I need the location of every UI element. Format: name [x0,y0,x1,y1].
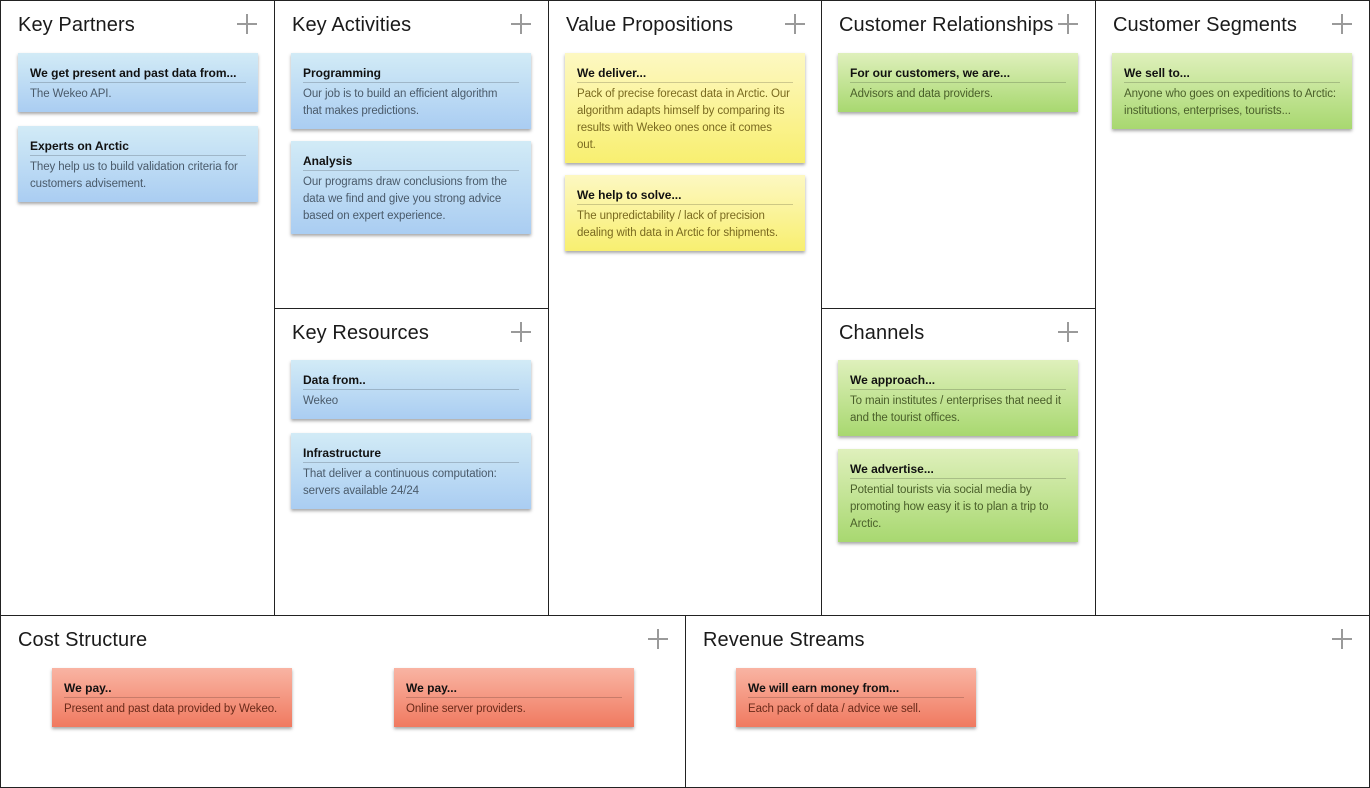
note-title: For our customers, we are... [850,66,1066,83]
section-title: Key Partners [18,14,135,36]
sticky-note[interactable]: We approach... To main institutes / ente… [838,360,1078,436]
add-note-plus-icon[interactable] [510,13,532,35]
section-title: Key Resources [292,322,429,344]
note-body: Wekeo [303,395,339,407]
section-customer-relationships: Customer Relationships For our customers… [821,0,1096,309]
note-title: We approach... [850,373,1066,390]
sticky-note[interactable]: We get present and past data from... The… [18,53,258,112]
section-title: Customer Relationships [839,14,1054,36]
note-body: That deliver a continuous computation: s… [303,468,497,497]
note-body: Anyone who goes on expeditions to Arctic… [1124,88,1336,117]
sticky-note[interactable]: Programming Our job is to build an effic… [291,53,531,129]
sticky-note[interactable]: Analysis Our programs draw conclusions f… [291,141,531,234]
note-body: The Wekeo API. [30,88,112,100]
sticky-note[interactable]: We deliver... Pack of precise forecast d… [565,53,805,163]
sticky-note[interactable]: For our customers, we are... Advisors an… [838,53,1078,112]
section-title: Cost Structure [18,629,148,651]
sticky-note[interactable]: We pay.. Present and past data provided … [52,668,292,727]
sticky-note[interactable]: We will earn money from... Each pack of … [736,668,976,727]
sticky-note[interactable]: Infrastructure That deliver a continuous… [291,433,531,509]
section-value-propositions: Value Propositions We deliver... Pack of… [548,0,823,616]
note-body: Our job is to build an efficient algorit… [303,88,498,117]
section-key-resources: Key Resources Data from.. Wekeo Infrastr… [274,308,549,616]
section-customer-segments: Customer Segments We sell to... Anyone w… [1095,0,1370,616]
note-title: We advertise... [850,462,1066,479]
add-note-plus-icon[interactable] [1331,13,1353,35]
note-title: We get present and past data from... [30,66,246,83]
add-note-plus-icon[interactable] [1057,321,1079,343]
note-title: We help to solve... [577,188,793,205]
note-body: Advisors and data providers. [850,88,993,100]
sticky-note[interactable]: Data from.. Wekeo [291,360,531,419]
add-note-plus-icon[interactable] [647,628,669,650]
sticky-note[interactable]: We help to solve... The unpredictability… [565,175,805,251]
section-key-activities: Key Activities Programming Our job is to… [274,0,549,309]
note-title: Analysis [303,154,519,171]
section-cost-structure: Cost Structure We pay.. Present and past… [0,615,686,788]
add-note-plus-icon[interactable] [784,13,806,35]
sticky-note[interactable]: We advertise... Potential tourists via s… [838,449,1078,542]
section-key-partners: Key Partners We get present and past dat… [0,0,275,616]
add-note-plus-icon[interactable] [1057,13,1079,35]
note-body: Present and past data provided by Wekeo. [64,703,278,715]
note-body: Potential tourists via social media by p… [850,484,1049,530]
section-title: Customer Segments [1113,14,1297,36]
section-channels: Channels We approach... To main institut… [821,308,1096,616]
note-title: We pay... [406,681,622,698]
note-title: We pay.. [64,681,280,698]
note-title: Infrastructure [303,446,519,463]
note-body: They help us to build validation criteri… [30,161,238,190]
note-body: Our programs draw conclusions from the d… [303,176,507,222]
section-title: Value Propositions [566,14,734,36]
add-note-plus-icon[interactable] [1331,628,1353,650]
note-title: Programming [303,66,519,83]
note-title: We sell to... [1124,66,1340,83]
section-title: Channels [839,322,925,344]
note-title: We deliver... [577,66,793,83]
note-body: Online server providers. [406,703,526,715]
note-body: Pack of precise forecast data in Arctic.… [577,88,790,151]
section-revenue-streams: Revenue Streams We will earn money from.… [685,615,1370,788]
add-note-plus-icon[interactable] [236,13,258,35]
note-title: Experts on Arctic [30,139,246,156]
note-body: To main institutes / enterprises that ne… [850,395,1061,424]
sticky-note[interactable]: We sell to... Anyone who goes on expedit… [1112,53,1352,129]
note-body: The unpredictability / lack of precision… [577,210,778,239]
note-body: Each pack of data / advice we sell. [748,703,921,715]
add-note-plus-icon[interactable] [510,321,532,343]
section-title: Key Activities [292,14,412,36]
note-title: Data from.. [303,373,519,390]
sticky-note[interactable]: We pay... Online server providers. [394,668,634,727]
note-title: We will earn money from... [748,681,964,698]
sticky-note[interactable]: Experts on Arctic They help us to build … [18,126,258,202]
section-title: Revenue Streams [703,629,865,651]
